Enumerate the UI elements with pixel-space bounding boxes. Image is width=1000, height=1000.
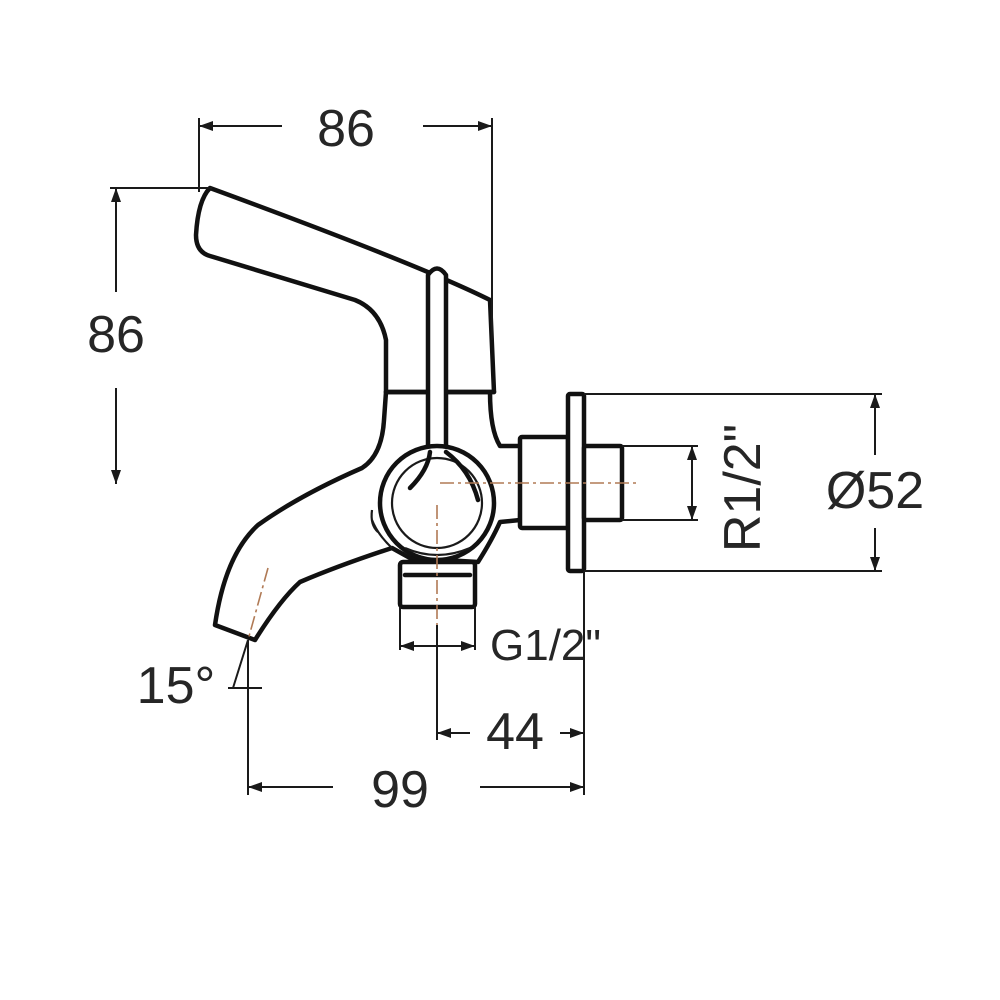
spout-centerline	[247, 567, 269, 641]
dim-top-width-label: 86	[317, 100, 375, 158]
dim-diameter-label: Ø52	[826, 462, 924, 520]
dim-spout-angle: 15°	[137, 639, 262, 715]
arrow-bottom	[687, 506, 697, 520]
arrow-left	[248, 782, 262, 792]
arrow-bottom	[870, 557, 880, 571]
housing-bottom-ring	[404, 546, 471, 557]
body-seam	[370, 509, 379, 533]
angle-leg	[232, 639, 249, 689]
dim-spout-reach: 99	[247, 640, 584, 819]
dim-outlet-offset-label: 44	[486, 703, 544, 761]
stem-outline	[425, 266, 449, 461]
valve-housing	[377, 443, 497, 563]
stem	[425, 266, 449, 461]
dim-outlet-thread-label: G1/2"	[490, 621, 601, 670]
stem-sweep	[407, 449, 481, 503]
arrow-right	[570, 728, 584, 738]
dim-inlet-thread-label: R1/2"	[714, 424, 772, 552]
arrow-left	[400, 641, 414, 651]
dim-left-height-label: 86	[87, 306, 145, 364]
dim-spout-reach-label: 99	[371, 761, 429, 819]
arrow-top	[870, 394, 880, 408]
arrow-left	[437, 728, 451, 738]
arrow-right	[461, 641, 475, 651]
arrow-right	[478, 121, 492, 131]
arrow-right	[570, 782, 584, 792]
lever-handle	[193, 185, 497, 395]
arrow-left	[199, 121, 213, 131]
dim-spout-angle-label: 15°	[137, 657, 216, 715]
arrow-bottom	[111, 470, 121, 484]
centerlines	[247, 482, 636, 641]
dim-inlet-thread: R1/2"	[622, 424, 772, 552]
arrow-top	[687, 446, 697, 460]
dim-outlet-thread: G1/2"	[399, 607, 601, 670]
dim-diameter: Ø52	[584, 393, 924, 572]
dim-left-height: 86	[87, 187, 212, 484]
dim-outlet-offset: 44	[436, 571, 585, 795]
lever-outline	[193, 185, 497, 395]
arrow-top	[111, 188, 121, 202]
dim-top-width: 86	[198, 100, 493, 340]
